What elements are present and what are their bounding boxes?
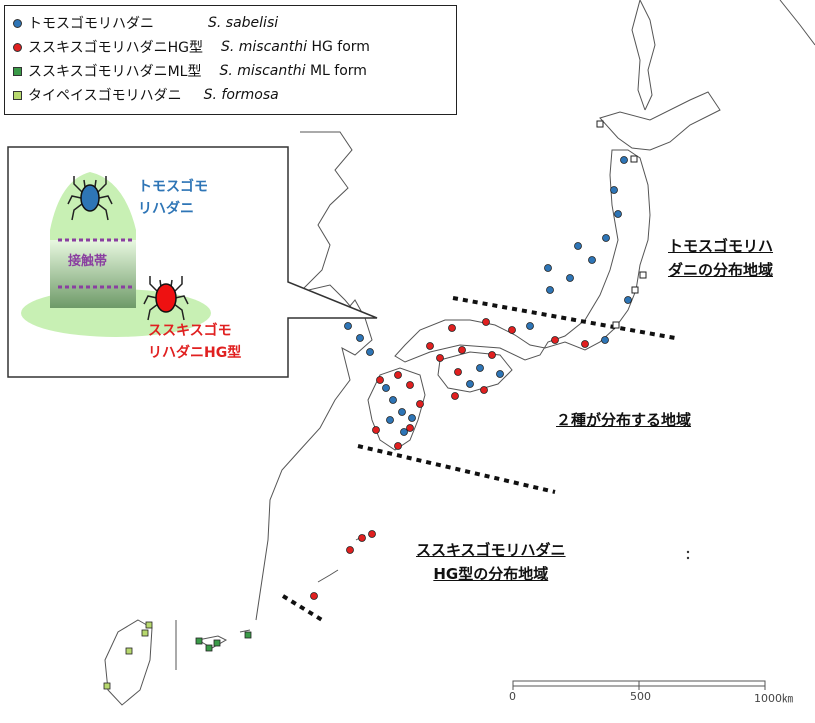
legend-item-miscanthi-ml: ススキスゴモリハダニML型 S. miscanthi ML form [13, 59, 448, 83]
kyushu-coast [367, 367, 426, 451]
legend-jp-name: ススキスゴモリハダニHG型 [28, 40, 203, 56]
region-north-line2: ダニの分布地域 [668, 261, 774, 279]
ryukyu-boundary [281, 594, 324, 622]
points-sabelisi [344, 156, 632, 436]
inset-species-b-line1: ススキスゴモ [148, 323, 232, 339]
legend-species: sabelisi [225, 15, 279, 31]
inset-callout [7, 146, 378, 378]
legend-item-miscanthi-hg: ススキスゴモリハダニHG型 S. miscanthi HG form [13, 35, 448, 59]
legend-item-formosa: タイペイスゴモリハダニ S. formosa [13, 83, 448, 107]
legend-marker [13, 42, 22, 52]
points-formosa [103, 621, 153, 690]
legend-genus: S. [203, 87, 217, 103]
points-unlabeled-squares [596, 120, 647, 329]
legend-item-sabelisi: トモスゴモリハダニ S. sabelisi [13, 11, 448, 35]
coastlines [104, 0, 815, 706]
legend-species: formosa [221, 87, 279, 103]
region-label-north: トモスゴモリハ ダニの分布地域 [668, 234, 773, 282]
mainland-coast [255, 131, 373, 621]
inset-species-a-line2: リハダニ [138, 201, 194, 217]
hokkaido-coast [599, 91, 721, 151]
legend-jp-name: タイペイスゴモリハダニ [28, 88, 182, 104]
legend-genus: S. [208, 15, 222, 31]
inset-species-a-label: トモスゴモ リハダニ [138, 176, 208, 220]
legend-marker [13, 18, 22, 28]
honshu-coast [394, 149, 651, 363]
legend-sci-name: S. miscanthi HG form [221, 39, 370, 55]
legend-sci-name: S. formosa [204, 87, 279, 103]
legend-sci-name: S. miscanthi ML form [219, 63, 366, 79]
legend-form: ML form [309, 63, 367, 79]
legend-species: miscanthi [237, 63, 306, 79]
scale-bar [512, 680, 766, 690]
taiwan-coast [104, 619, 153, 706]
contact-zone-text: 接触帯 [68, 254, 108, 269]
boundary-lines [281, 296, 676, 622]
inset-contact-zone-label: 接触帯 [68, 251, 107, 273]
legend-marker [13, 66, 22, 76]
scale-tick-1000: 1000㎞ [754, 692, 793, 705]
scale-tick-500: 500 [630, 690, 651, 703]
scale-tick-0: 0 [509, 690, 516, 703]
legend-sci-name: S. sabelisi [208, 15, 278, 31]
region-north-line1: トモスゴモリハ [668, 237, 774, 255]
legend-jp-name: ススキスゴモリハダニML型 [28, 64, 202, 80]
mite-icon [143, 276, 189, 321]
region-middle-text: ２種が分布する地域 [556, 411, 692, 429]
legend: トモスゴモリハダニ S. sabelisi ススキスゴモリハダニHG型 S. m… [4, 5, 457, 115]
mite-icon [67, 176, 113, 221]
region-label-south: ススキスゴモリハダニ HG型の分布地域 [416, 538, 566, 586]
inset-species-b-label: ススキスゴモ リハダニHG型 [148, 320, 241, 364]
legend-marker [13, 90, 22, 100]
legend-genus: S. [219, 63, 233, 79]
legend-jp-name: トモスゴモリハダニ [28, 16, 154, 32]
points-miscanthi-ml [195, 631, 252, 652]
points-miscanthi-hg [310, 318, 589, 600]
sakhalin-coast [639, 0, 656, 111]
inset-species-b-line2: リハダニHG型 [148, 345, 242, 361]
legend-species: miscanthi [238, 39, 307, 55]
legend-form: HG form [311, 39, 370, 55]
legend-genus: S. [220, 39, 235, 55]
inset-species-a-line1: トモスゴモ [138, 179, 208, 195]
region-label-middle: ２種が分布する地域 [556, 408, 691, 432]
ryukyu-coast [317, 569, 339, 583]
shikoku-coast [437, 351, 513, 393]
north-boundary [452, 296, 676, 340]
region-south-line1: ススキスゴモリハダニ [416, 541, 566, 559]
region-south-line2: HG型の分布地域 [433, 565, 549, 583]
contact-band [50, 240, 136, 308]
south-boundary [357, 444, 556, 494]
